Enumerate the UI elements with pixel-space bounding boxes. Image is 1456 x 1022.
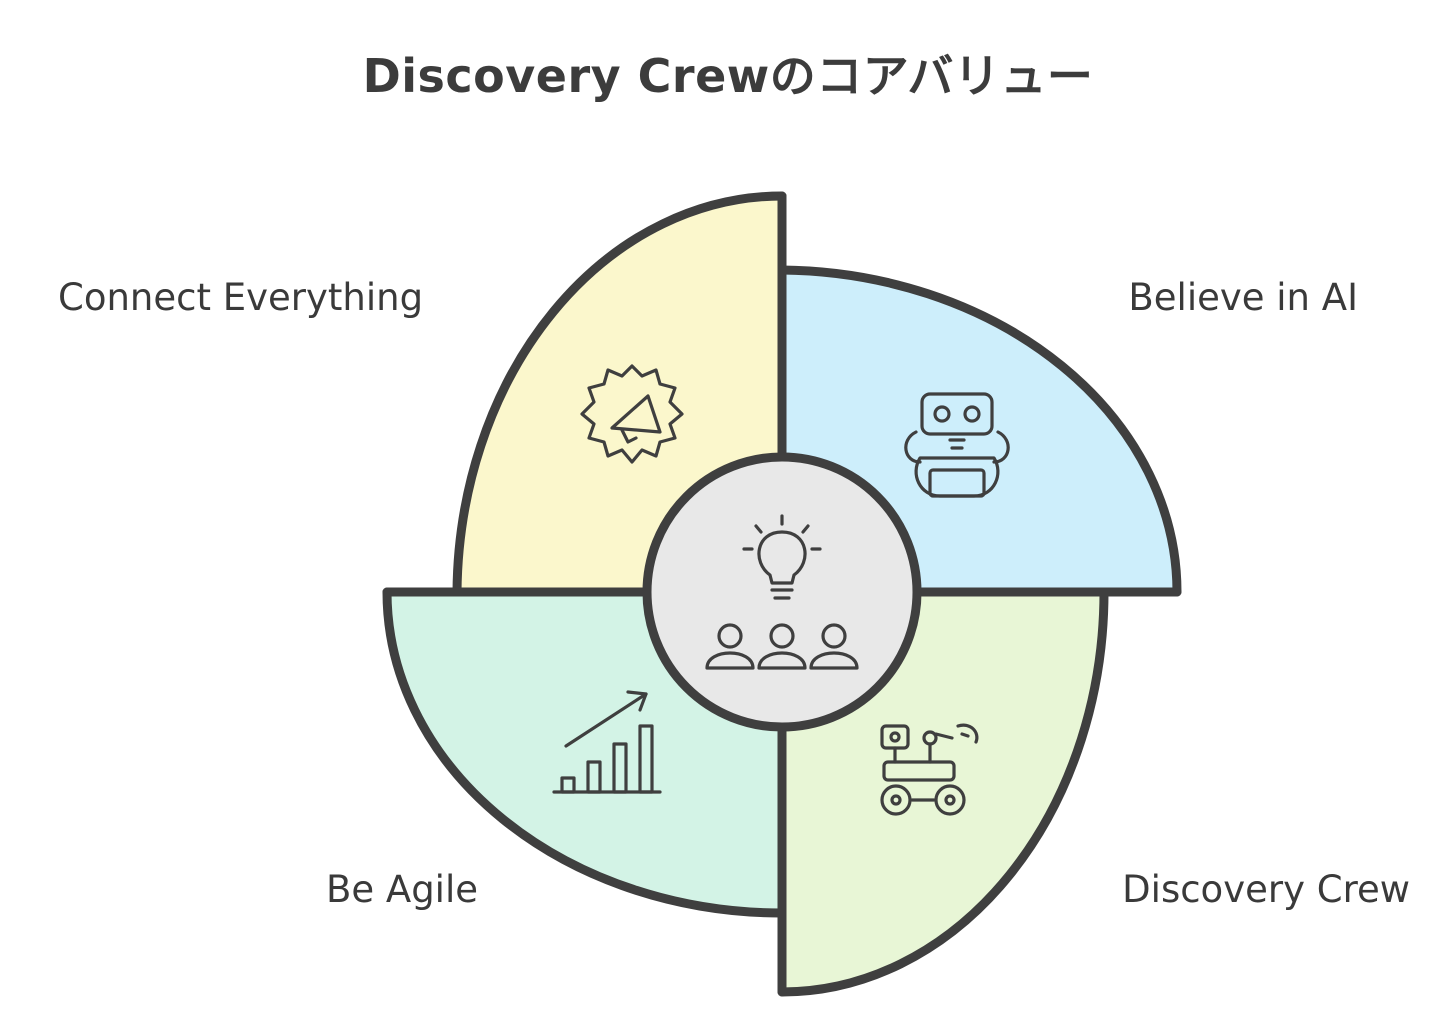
growth-chart-icon: [552, 690, 662, 794]
label-discovery-crew: Discovery Crew: [1122, 868, 1410, 911]
robot-icon: [904, 392, 1010, 498]
center-circle: [642, 452, 922, 732]
team-idea-icon: [705, 514, 859, 670]
diagram-title: Discovery Crewのコアバリュー: [362, 49, 1094, 103]
gear-megaphone-icon: [580, 364, 684, 464]
label-believe-in-ai: Believe in AI: [1128, 276, 1358, 319]
rover-robot-icon: [880, 723, 979, 816]
label-connect-everything: Connect Everything: [58, 276, 424, 319]
label-be-agile: Be Agile: [325, 868, 478, 911]
